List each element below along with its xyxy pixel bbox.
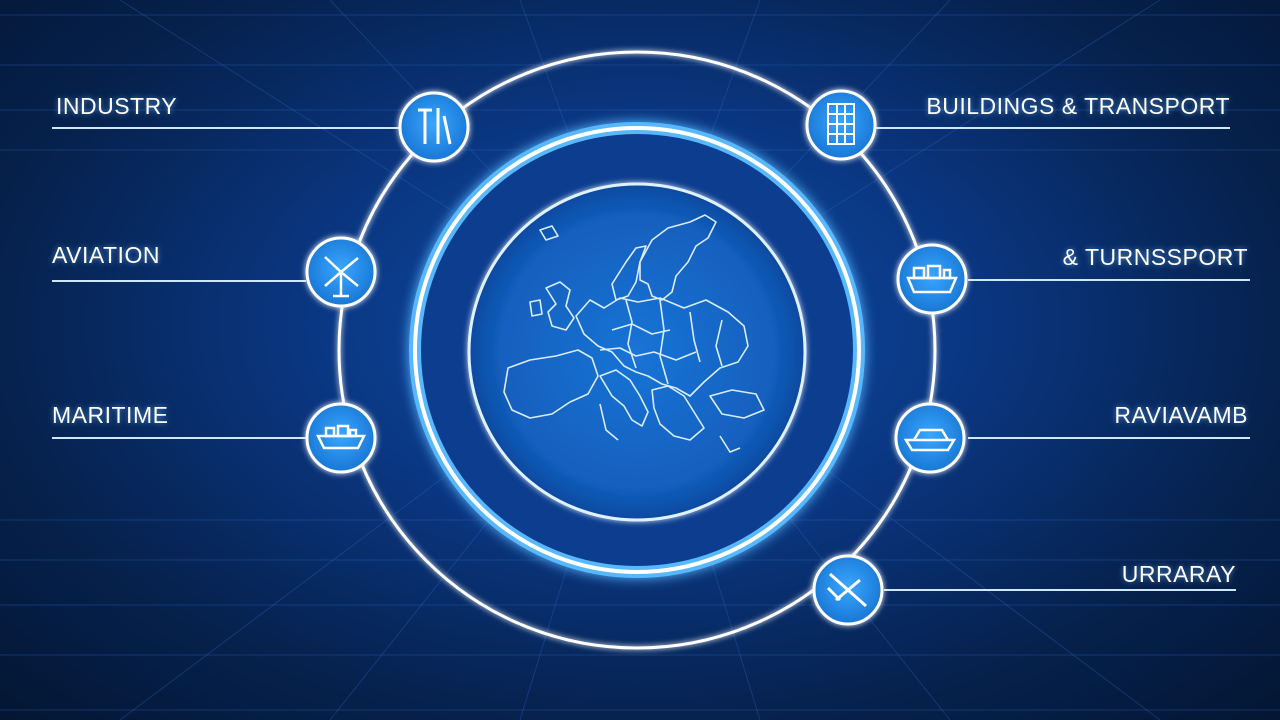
outer-ring xyxy=(337,50,937,650)
building-icon xyxy=(827,103,855,145)
label-urraray: URRARAY xyxy=(1121,561,1236,587)
node-industry[interactable] xyxy=(398,91,470,163)
wind-turbine-icon xyxy=(324,256,359,298)
connector-lines xyxy=(52,127,1250,591)
node-maritime[interactable] xyxy=(305,402,377,474)
label-maritime: MARITIME xyxy=(52,402,169,428)
label-buildings-transport: BUILDINGS & TRANSPORT xyxy=(926,93,1230,119)
ship-icon xyxy=(315,424,367,450)
aircraft-icon xyxy=(826,572,867,608)
map-core xyxy=(467,182,807,522)
label-aviation: AVIATION xyxy=(52,242,160,268)
label-industry: INDUSTRY xyxy=(56,93,178,119)
europe-map-icon xyxy=(503,214,765,453)
node-transport[interactable] xyxy=(896,243,968,315)
node-right4[interactable] xyxy=(812,554,884,626)
label-raviavamb: RAVIAVAMB xyxy=(1114,402,1248,428)
tools-icon xyxy=(418,108,452,145)
vehicle-icon xyxy=(903,428,957,452)
node-buildings[interactable] xyxy=(805,89,877,161)
label-turnssport: & TURNSSPORT xyxy=(1062,244,1248,270)
cargo-ship-icon xyxy=(906,264,958,294)
node-aviation[interactable] xyxy=(305,236,377,308)
node-right3[interactable] xyxy=(894,402,966,474)
